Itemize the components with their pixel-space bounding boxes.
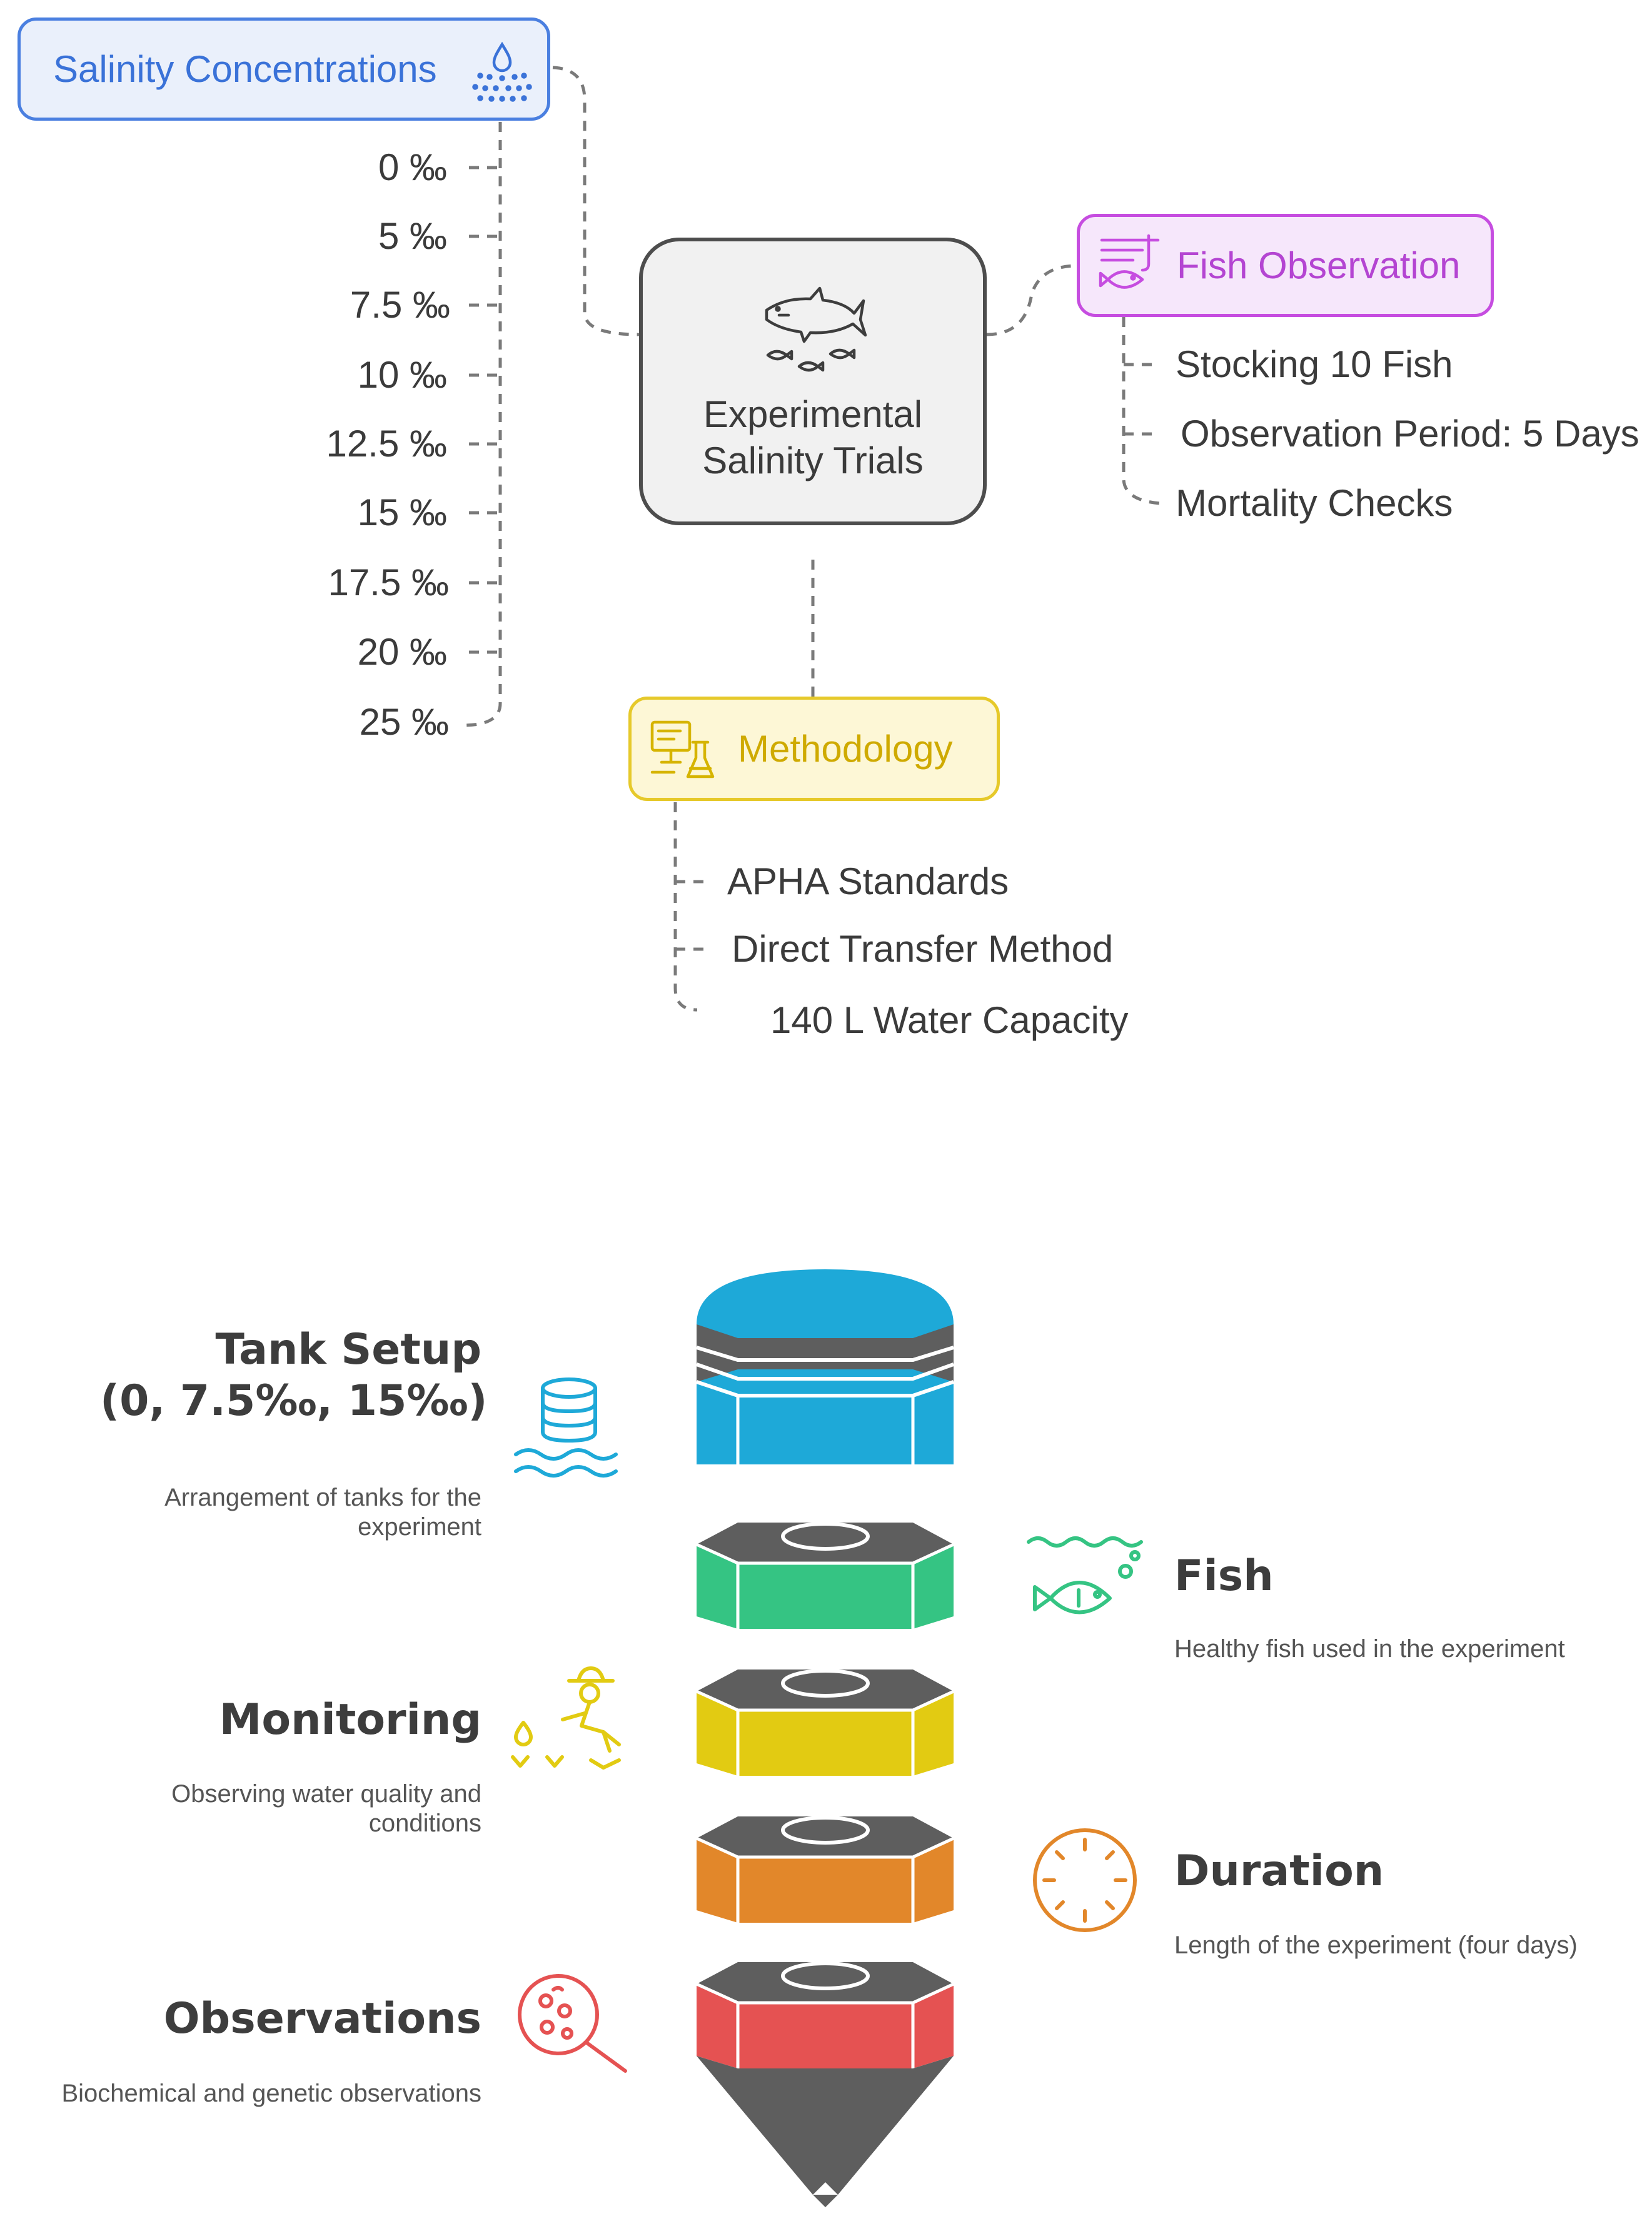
tank-setup-title-line: Tank Setup: [215, 1325, 482, 1374]
tank-setup-title: Tank Setup: [100, 1324, 482, 1376]
fish-description: Healthy fish used in the experiment: [1174, 1635, 1565, 1663]
tank-setup-segment: [696, 1269, 955, 1464]
database-water-icon: [514, 1377, 618, 1478]
observations-description: Biochemical and genetic observations: [61, 2080, 481, 2107]
fish-observation-item: Stocking 10 Fish: [1176, 343, 1453, 385]
fish-observation-title: Fish Observation: [1177, 244, 1461, 286]
experimental-salinity-trials-node: Experimental Salinity Trials: [639, 238, 987, 525]
monitoring-segment: [695, 1669, 955, 1776]
salinity-concentrations-node: Salinity Concentrations: [18, 18, 550, 121]
salinity-value: 5 ‰: [378, 215, 447, 257]
fish-water-icon: [1027, 1536, 1143, 1614]
clock-icon: [1033, 1828, 1137, 1932]
fish-title: Fish: [1174, 1551, 1274, 1601]
fish-observation-node: Fish Observation: [1077, 214, 1494, 317]
monitoring-title: Monitoring: [219, 1695, 481, 1745]
duration-segment: [695, 1816, 955, 1923]
salinity-value: 25 ‰: [359, 701, 449, 743]
computer-lab-icon: [650, 720, 715, 778]
tank-setup-description: Arrangement of tanks for the experiment: [164, 1484, 481, 1541]
fish-tree-connector: [1122, 317, 1161, 505]
observations-title: Observations: [163, 1994, 481, 2043]
monitoring-description: Observing water quality and conditions: [171, 1780, 481, 1837]
methodology-item: Direct Transfer Method: [732, 928, 1114, 970]
observer-icon: [511, 1666, 621, 1770]
tank-setup-subtitle: (0, 7.5‰, 15‰): [100, 1376, 488, 1426]
salinity-value: 10 ‰: [357, 354, 447, 396]
magnifier-cells-icon: [518, 1974, 627, 2073]
salinity-value: 20 ‰: [357, 631, 447, 673]
observations-segment: [695, 1962, 955, 2207]
salinity-value: 0 ‰: [378, 146, 447, 188]
central-to-fish-connector: [986, 264, 1077, 336]
fish-observation-item: Observation Period: 5 Days: [1181, 413, 1639, 455]
central-title-line: Experimental: [703, 393, 923, 435]
shark-fish-icon: [765, 286, 867, 372]
tank-stack-diagram: [695, 1269, 955, 2207]
salinity-value: 7.5 ‰: [350, 284, 450, 326]
central-title-line: Salinity Trials: [702, 440, 924, 481]
method-tree-connector: [673, 802, 698, 1012]
salinity-to-central-connector: [552, 66, 640, 336]
fishing-rod-icon: [1099, 234, 1160, 289]
fish-observation-item: Mortality Checks: [1176, 482, 1453, 524]
methodology-title: Methodology: [738, 728, 953, 770]
water-drop-sprinkle-icon: [472, 41, 532, 102]
duration-title: Duration: [1174, 1846, 1384, 1896]
salinity-value: 15 ‰: [357, 491, 447, 533]
methodology-item: APHA Standards: [727, 860, 1009, 902]
salinity-tree-connector: [462, 122, 502, 727]
duration-description: Length of the experiment (four days): [1174, 1931, 1578, 1959]
methodology-node: Methodology: [628, 697, 1000, 801]
central-title: Experimental Salinity Trials: [643, 391, 983, 484]
salinity-title: Salinity Concentrations: [53, 48, 437, 90]
salinity-value: 17.5 ‰: [328, 562, 449, 603]
salinity-value: 12.5 ‰: [326, 423, 447, 465]
methodology-item: 140 L Water Capacity: [770, 999, 1129, 1041]
fish-segment: [695, 1522, 955, 1629]
